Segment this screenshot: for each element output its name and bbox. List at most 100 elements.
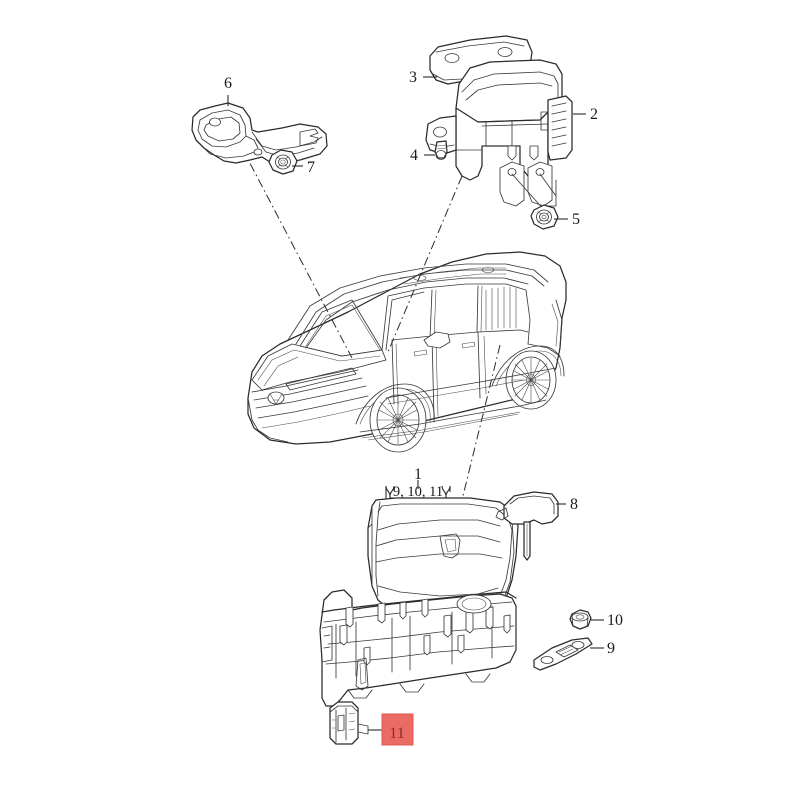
bracket-side-hole bbox=[253, 148, 263, 156]
tray-mid-shelf bbox=[327, 625, 515, 645]
a-pillar bbox=[385, 291, 425, 351]
boss-3 bbox=[399, 601, 407, 620]
c-pillar-2 bbox=[480, 285, 483, 333]
fusebox-cover-body bbox=[455, 59, 563, 123]
fusebox-ribs bbox=[485, 121, 513, 147]
door-shut-rear bbox=[477, 331, 481, 399]
boss-1 bbox=[345, 606, 354, 628]
front-bumper-edge bbox=[247, 397, 289, 443]
body-crease-upper bbox=[385, 367, 557, 399]
lower-air-intake bbox=[261, 405, 371, 429]
fusebox-cover-highlight bbox=[465, 82, 553, 101]
part-7-hex-nut[interactable] bbox=[268, 149, 303, 175]
part-2-notch bbox=[540, 111, 549, 131]
front-emblem bbox=[267, 391, 285, 405]
part-8-retaining-clamp[interactable] bbox=[495, 491, 566, 561]
vehicle-roofline-inner bbox=[295, 269, 545, 345]
nut-5-ring-outer bbox=[536, 209, 552, 225]
callout-label-6: 6 bbox=[224, 75, 232, 92]
rear-wheel-arch-inner bbox=[495, 350, 562, 387]
c-pillar bbox=[476, 285, 479, 333]
boss-10 bbox=[423, 634, 431, 656]
b-pillar bbox=[429, 289, 433, 339]
vehicle-body-outline bbox=[247, 251, 567, 445]
part-11-fuse-module[interactable] bbox=[329, 701, 382, 745]
part-2-fins bbox=[551, 102, 567, 147]
clamp-8-head-inner bbox=[509, 495, 555, 515]
module-11-top-edge bbox=[329, 705, 359, 713]
door-shut-front bbox=[391, 335, 435, 419]
fusebox-seam-a bbox=[481, 123, 549, 127]
stud-hole-a bbox=[507, 168, 517, 176]
tray-left-web bbox=[321, 625, 333, 663]
roof-rail-mount-a bbox=[413, 275, 427, 281]
front-wheel-spokes bbox=[376, 395, 420, 445]
nut-7-ring-mid bbox=[278, 157, 288, 167]
leader-fusebox-to-vehicle bbox=[387, 175, 463, 353]
part-battery-tray-group[interactable] bbox=[319, 480, 519, 707]
part-10-hex-nut[interactable] bbox=[569, 609, 604, 630]
tray-cover-handle-inner bbox=[444, 538, 457, 553]
plate-3-hole-right bbox=[497, 47, 513, 57]
windshield-inner bbox=[305, 304, 381, 351]
part-9-10-group[interactable] bbox=[533, 609, 604, 671]
terminal-a bbox=[507, 145, 517, 161]
boss-2 bbox=[377, 602, 386, 624]
hood-crease-b bbox=[263, 356, 299, 387]
headlight bbox=[285, 367, 357, 391]
boss-6 bbox=[465, 610, 474, 634]
tray-centre-tab bbox=[355, 657, 369, 691]
tray-internal-bosses bbox=[339, 598, 511, 666]
clamp-8-left-hook bbox=[495, 507, 509, 521]
highlight-box-part-11[interactable]: 11 bbox=[381, 713, 414, 746]
door-shut-shadows bbox=[395, 335, 487, 417]
bolt-4-head bbox=[434, 140, 448, 159]
bolt-4-threads bbox=[436, 144, 447, 150]
door-handle-rear bbox=[461, 341, 476, 349]
body-crease-upper-2 bbox=[387, 379, 525, 405]
callout-label-3: 3 bbox=[409, 69, 417, 86]
rear-wheel-spokes bbox=[511, 357, 551, 403]
roof-rail-mount-b bbox=[481, 267, 495, 273]
part-4-bolt-group[interactable] bbox=[424, 115, 457, 160]
tray-foot-c bbox=[465, 673, 491, 683]
part-support-bracket-group[interactable] bbox=[191, 95, 328, 175]
plate-3-hole-left bbox=[444, 53, 460, 63]
nut-10-sides bbox=[571, 617, 589, 627]
stud-hole-b bbox=[535, 168, 545, 176]
module-11-ribs bbox=[335, 707, 347, 743]
vehicle-roof-rail bbox=[305, 277, 529, 349]
part-5-flange-nut[interactable] bbox=[530, 204, 568, 230]
part-2-fuse-holder-cover[interactable] bbox=[540, 95, 586, 161]
hood bbox=[251, 343, 387, 391]
tray-cover-lower-edge bbox=[377, 585, 499, 597]
tray-circular-recess-inner bbox=[461, 597, 487, 611]
boss-5 bbox=[443, 614, 452, 638]
callout-label-9: 9 bbox=[607, 640, 615, 657]
side-mirror bbox=[423, 331, 451, 349]
sill-line bbox=[359, 399, 547, 433]
stud-cap-a bbox=[499, 161, 525, 207]
rear-pillar-edge bbox=[555, 299, 563, 349]
bracket-recess-inner bbox=[203, 116, 241, 142]
bracket-tab bbox=[245, 135, 259, 149]
part-fusebox-assembly-group[interactable] bbox=[423, 35, 586, 230]
callout-label-7: 7 bbox=[307, 159, 315, 176]
highlight-rect bbox=[381, 713, 414, 746]
link-9-element-lines bbox=[558, 645, 574, 656]
mount-ear-hole bbox=[433, 126, 447, 138]
nut-10-body bbox=[569, 609, 592, 630]
grille-top-line bbox=[251, 369, 359, 393]
tray-cover-left-inner bbox=[375, 501, 381, 597]
side-glass-upper bbox=[381, 283, 531, 351]
tray-cover-handle-slot bbox=[439, 533, 461, 559]
tray-foot-a bbox=[347, 689, 373, 699]
stud-cap-b bbox=[527, 161, 553, 207]
tray-lower-shelf bbox=[325, 645, 515, 665]
rear-pillar-edge-2 bbox=[551, 303, 559, 347]
callout-label-4: 4 bbox=[410, 147, 418, 164]
part-9-fusible-link[interactable] bbox=[533, 637, 604, 671]
link-9-hole-right bbox=[571, 641, 585, 649]
